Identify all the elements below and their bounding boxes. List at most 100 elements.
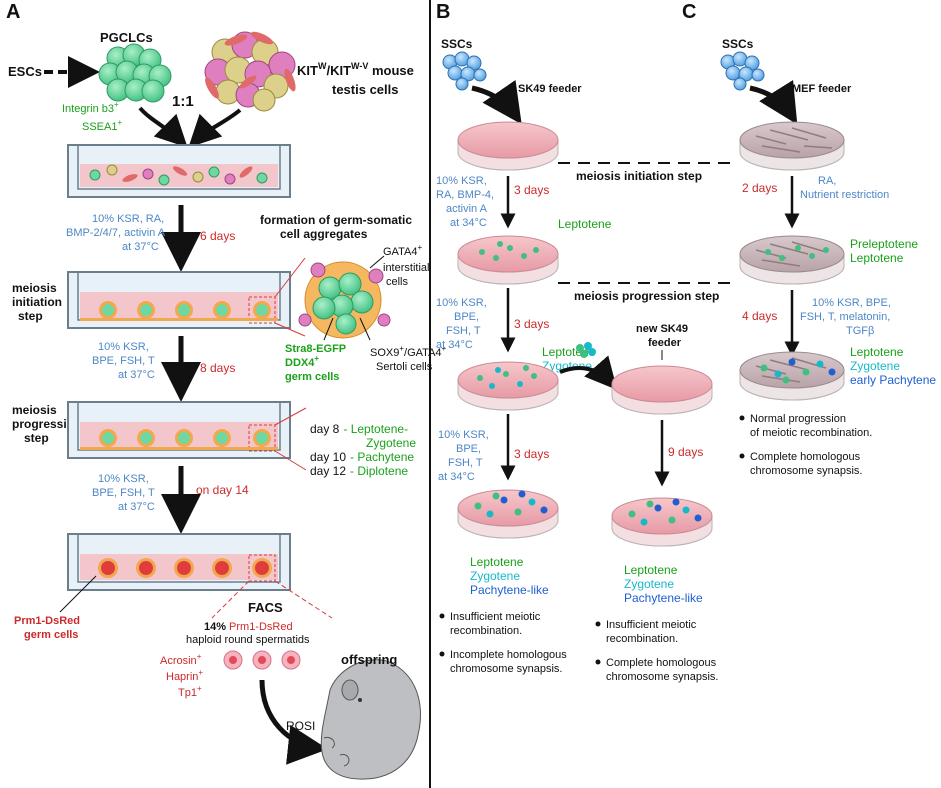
- b-bul-r2-1: Complete homologous: [606, 657, 717, 669]
- b-transfer-cluster: [576, 342, 596, 358]
- b-cond1-4: at 34°C: [450, 217, 487, 229]
- b-res-right-2: Zygotene: [624, 577, 674, 591]
- offspring-label: offspring: [341, 652, 397, 667]
- escs-label: ESCs: [8, 64, 42, 79]
- cond1-line2: BMP-2/4/7, activin A: [66, 227, 166, 239]
- c-feeder-label: MEF feeder: [792, 83, 852, 95]
- sox9-pointer: [359, 317, 371, 341]
- b-res-left-2: Zygotene: [470, 569, 520, 583]
- c-res-1: Leptotene: [850, 345, 904, 359]
- prm1-line2: germ cells: [24, 629, 78, 641]
- b-res-right-3: Pachytene-like: [624, 591, 703, 605]
- b-days-3: 3 days: [514, 447, 549, 461]
- facs-line-left: [211, 580, 250, 619]
- culture-dish-progression: [67, 401, 291, 459]
- c-bul-1-1: Normal progression: [750, 413, 846, 425]
- b-cond2-4: at 34°C: [436, 339, 473, 351]
- b-dish-1: [457, 121, 559, 171]
- b-bullet-2-dot: [439, 651, 445, 657]
- rosi-label: ROSI: [286, 719, 315, 733]
- b-cond2-2: BPE,: [454, 311, 479, 323]
- c-cond1-2: Nutrient restriction: [800, 189, 889, 201]
- c-dish-3: [739, 351, 845, 401]
- cond1-line3: at 37°C: [122, 241, 159, 253]
- c-lep: Leptotene: [850, 251, 904, 265]
- b-bul-r1-2: recombination.: [606, 633, 678, 645]
- culture-dish-aggregates: [67, 271, 291, 329]
- marker-haprin: Haprin+: [166, 668, 203, 683]
- prm1-pointer: [59, 575, 97, 613]
- c-pre: Preleptotene: [850, 237, 918, 251]
- round-spermatids: [223, 650, 301, 670]
- stra8-label: Stra8-EGFP: [285, 343, 346, 355]
- panel-b: B SSCs SK49 feeder 10% KSR, RA, BMP-4, a…: [436, 1, 719, 683]
- stage-day10: day 10- Pachytene: [310, 450, 414, 464]
- b-new-feeder-1: new SK49: [636, 323, 688, 335]
- zoom2-top: [274, 407, 307, 426]
- sertoli-label: Sertoli cells: [376, 361, 433, 373]
- culture-dish-dsred: [67, 533, 291, 591]
- sox9-label: SOX9+/GATA4+: [370, 344, 447, 359]
- cond2-line3: at 37°C: [118, 369, 155, 381]
- prog-step-label: meiosis progression step: [574, 289, 719, 303]
- merge-arrow-right: [188, 108, 242, 148]
- b-cond3-2: BPE,: [456, 443, 481, 455]
- integrin-label: Integrin b3+: [62, 100, 119, 115]
- b-res-left-3: Pachytene-like: [470, 583, 549, 597]
- b-bullet-4-dot: [595, 659, 601, 665]
- prog-step-line2: progression: [12, 417, 81, 431]
- panel-b-letter: B: [436, 1, 450, 23]
- b-ssc-cluster: [442, 51, 487, 91]
- pgclcs-label: PGCLCs: [100, 30, 153, 45]
- gata4-label: GATA4+: [383, 243, 422, 258]
- b-new-feeder-2: feeder: [648, 337, 682, 349]
- b-days-4: 9 days: [668, 445, 703, 459]
- c-bul-1-2: of meiotic recombination.: [750, 427, 872, 439]
- b-cond3-1: 10% KSR,: [438, 429, 489, 441]
- testis-cell-cluster: [204, 31, 296, 112]
- interstitial-label: interstitial: [383, 262, 429, 274]
- b-leptotene-1: Leptotene: [558, 217, 612, 231]
- ratio-label: 1:1: [172, 93, 194, 110]
- b-bul-r2-2: chromosome synapsis.: [606, 671, 719, 683]
- formation-line1: formation of germ-somatic: [260, 213, 412, 227]
- facs-label: FACS: [248, 600, 283, 615]
- cond3-line3: at 37°C: [118, 501, 155, 513]
- b-cond2-1: 10% KSR,: [436, 297, 487, 309]
- cond1-line1: 10% KSR, RA,: [92, 213, 164, 225]
- aggregate-zoom: [298, 261, 391, 339]
- merge-arrow-left: [138, 106, 188, 148]
- kit-mouse-label: KITW/KITW-V mouse: [297, 61, 414, 78]
- panel-c: C SSCs MEF feeder 2 days RA, Nutrient re…: [682, 1, 936, 477]
- c-bullet-2-dot: [739, 453, 745, 459]
- stra8-pointer: [323, 317, 334, 341]
- c-cond1-1: RA,: [818, 175, 836, 187]
- c-cond2-3: TGFβ: [846, 325, 874, 337]
- b-transfer-arrow: [559, 355, 618, 391]
- c-dish-1: [739, 121, 845, 171]
- b-ssc-arrow: [471, 79, 522, 125]
- stage-zygotene: Zygotene: [366, 436, 416, 450]
- c-dish-2: [739, 235, 845, 285]
- b-dish-new-feeder: [611, 365, 713, 415]
- gata4-pointer: [369, 255, 385, 269]
- marker-tp1: Tp1+: [178, 684, 202, 699]
- b-feeder-label: SK49 feeder: [518, 83, 582, 95]
- b-bul-l1-2: recombination.: [450, 625, 522, 637]
- ddx4-label: DDX4+: [285, 354, 319, 369]
- c-days-1: 2 days: [742, 181, 777, 195]
- facs-line-right: [274, 580, 333, 619]
- panel-a-letter: A: [6, 1, 20, 23]
- b-dish-3: [457, 361, 559, 411]
- prm1-line1: Prm1-DsRed: [14, 615, 80, 627]
- stage-day12: day 12- Diplotene: [310, 464, 408, 478]
- c-ssc-cluster: [720, 51, 765, 91]
- cond3-line1: 10% KSR,: [98, 473, 149, 485]
- c-bul-2-2: chromosome synapsis.: [750, 465, 863, 477]
- b-cond3-3: FSH, T: [448, 457, 483, 469]
- b-dish-2: [457, 235, 559, 285]
- days-8: 8 days: [200, 361, 235, 375]
- stage-day8: day 8- Leptotene-: [310, 422, 408, 436]
- init-step-line1: meiosis: [12, 281, 57, 295]
- zoom-line-top: [274, 257, 306, 298]
